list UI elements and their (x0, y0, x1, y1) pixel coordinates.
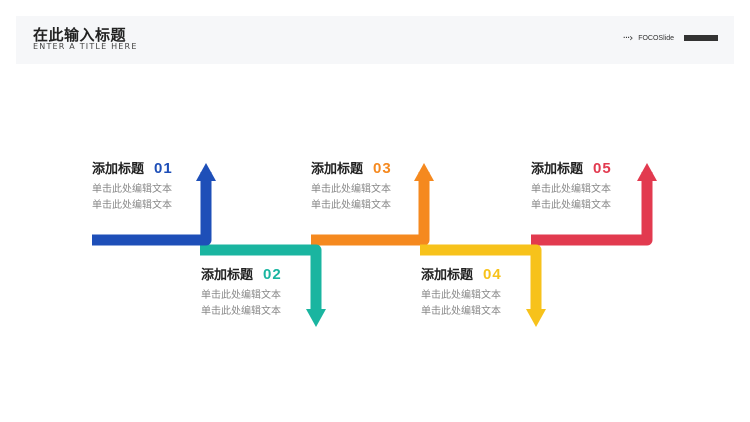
step-title: 添加标题 (311, 162, 364, 177)
arrow-4 (420, 244, 542, 316)
step-description: 单击此处编辑文本 单击此处编辑文本 (421, 288, 502, 320)
arrowhead-4 (526, 309, 546, 327)
arrowhead-3 (414, 163, 434, 181)
step-description: 单击此处编辑文本 单击此处编辑文本 (201, 288, 282, 320)
step-title: 添加标题 (531, 162, 584, 177)
arrowhead-1 (196, 163, 216, 181)
step-description: 单击此处编辑文本 单击此处编辑文本 (311, 182, 392, 214)
step-title: 添加标题 (201, 268, 254, 283)
step-desc-line: 单击此处编辑文本 (92, 184, 172, 195)
arrowhead-5 (637, 163, 657, 181)
brand-bar (684, 35, 718, 41)
step-number: 05 (593, 160, 612, 177)
step-title: 添加标题 (92, 162, 145, 177)
arrow-5 (531, 172, 653, 246)
step-desc-line: 单击此处编辑文本 (421, 290, 501, 301)
step-desc-line: 单击此处编辑文本 (201, 306, 281, 317)
step-desc-line: 单击此处编辑文本 (531, 200, 611, 211)
header-bar: 在此输入标题 ENTER A TITLE HERE ···› FOCOSlide (16, 16, 734, 64)
step-04: 添加标题 04 单击此处编辑文本 单击此处编辑文本 (421, 264, 502, 320)
step-number: 02 (263, 266, 282, 283)
step-number: 01 (154, 160, 173, 177)
step-desc-line: 单击此处编辑文本 (311, 184, 391, 195)
step-02: 添加标题 02 单击此处编辑文本 单击此处编辑文本 (201, 264, 282, 320)
step-number: 04 (483, 266, 502, 283)
step-number: 03 (373, 160, 392, 177)
step-desc-line: 单击此处编辑文本 (92, 200, 172, 211)
arrowhead-2 (306, 309, 326, 327)
dotted-arrow-icon: ···› (622, 32, 634, 44)
step-01: 添加标题 01 单击此处编辑文本 单击此处编辑文本 (92, 158, 173, 214)
step-description: 单击此处编辑文本 单击此处编辑文本 (92, 182, 173, 214)
step-05: 添加标题 05 单击此处编辑文本 单击此处编辑文本 (531, 158, 612, 214)
step-desc-line: 单击此处编辑文本 (421, 306, 501, 317)
arrow-1 (92, 172, 212, 246)
page-subtitle: ENTER A TITLE HERE (33, 42, 138, 51)
step-title: 添加标题 (421, 268, 474, 283)
step-desc-line: 单击此处编辑文本 (311, 200, 391, 211)
step-desc-line: 单击此处编辑文本 (531, 184, 611, 195)
page-title: 在此输入标题 (33, 26, 127, 44)
brand-name: FOCOSlide (638, 34, 674, 42)
step-03: 添加标题 03 单击此处编辑文本 单击此处编辑文本 (311, 158, 392, 214)
step-desc-line: 单击此处编辑文本 (201, 290, 281, 301)
step-description: 单击此处编辑文本 单击此处编辑文本 (531, 182, 612, 214)
arrow-2 (200, 244, 322, 316)
brand: ···› FOCOSlide (623, 32, 718, 44)
arrow-3 (311, 172, 430, 246)
